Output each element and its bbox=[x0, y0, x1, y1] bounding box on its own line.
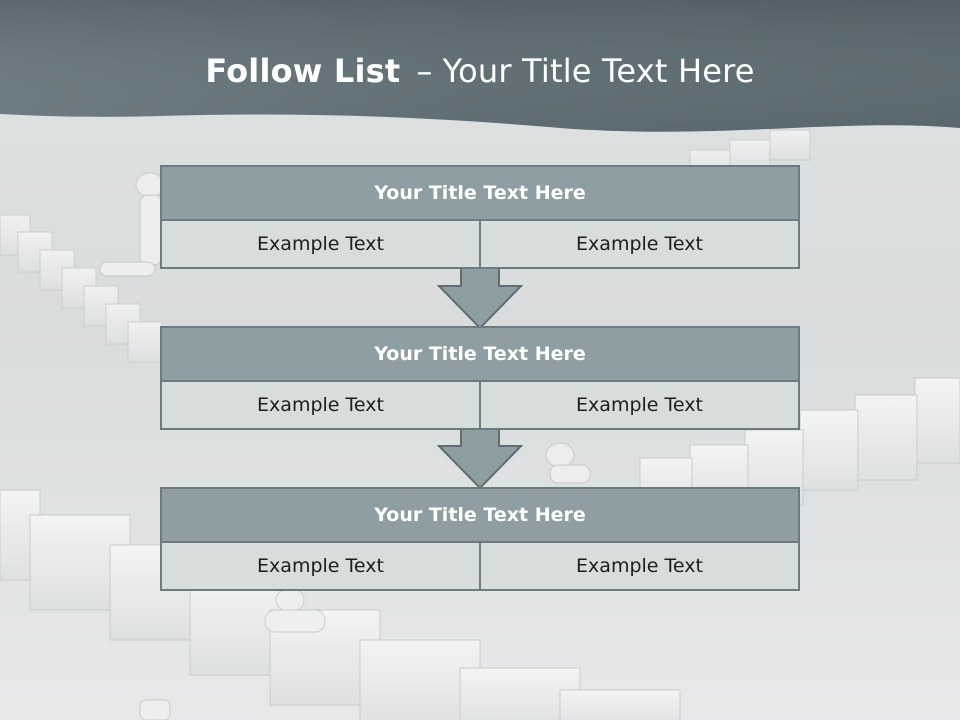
step-right-text: Example Text bbox=[479, 380, 800, 430]
step-title: Your Title Text Here bbox=[160, 326, 800, 382]
header-band bbox=[0, 0, 960, 132]
step-block-1: Your Title Text Here Example Text Exampl… bbox=[160, 165, 800, 269]
step-block-3: Your Title Text Here Example Text Exampl… bbox=[160, 487, 800, 591]
step-left-text: Example Text bbox=[160, 380, 481, 430]
down-arrow-icon bbox=[436, 268, 524, 330]
title-rest: Your Title Text Here bbox=[442, 52, 755, 90]
step-right-text: Example Text bbox=[479, 219, 800, 269]
step-title: Your Title Text Here bbox=[160, 487, 800, 543]
step-title: Your Title Text Here bbox=[160, 165, 800, 221]
title-dash: – bbox=[416, 52, 433, 90]
step-left-text: Example Text bbox=[160, 219, 481, 269]
step-left-text: Example Text bbox=[160, 541, 481, 591]
step-right-text: Example Text bbox=[479, 541, 800, 591]
slide-title: Follow List–Your Title Text Here bbox=[0, 52, 960, 90]
title-bold: Follow List bbox=[205, 52, 401, 90]
down-arrow-icon bbox=[436, 428, 524, 490]
step-block-2: Your Title Text Here Example Text Exampl… bbox=[160, 326, 800, 430]
